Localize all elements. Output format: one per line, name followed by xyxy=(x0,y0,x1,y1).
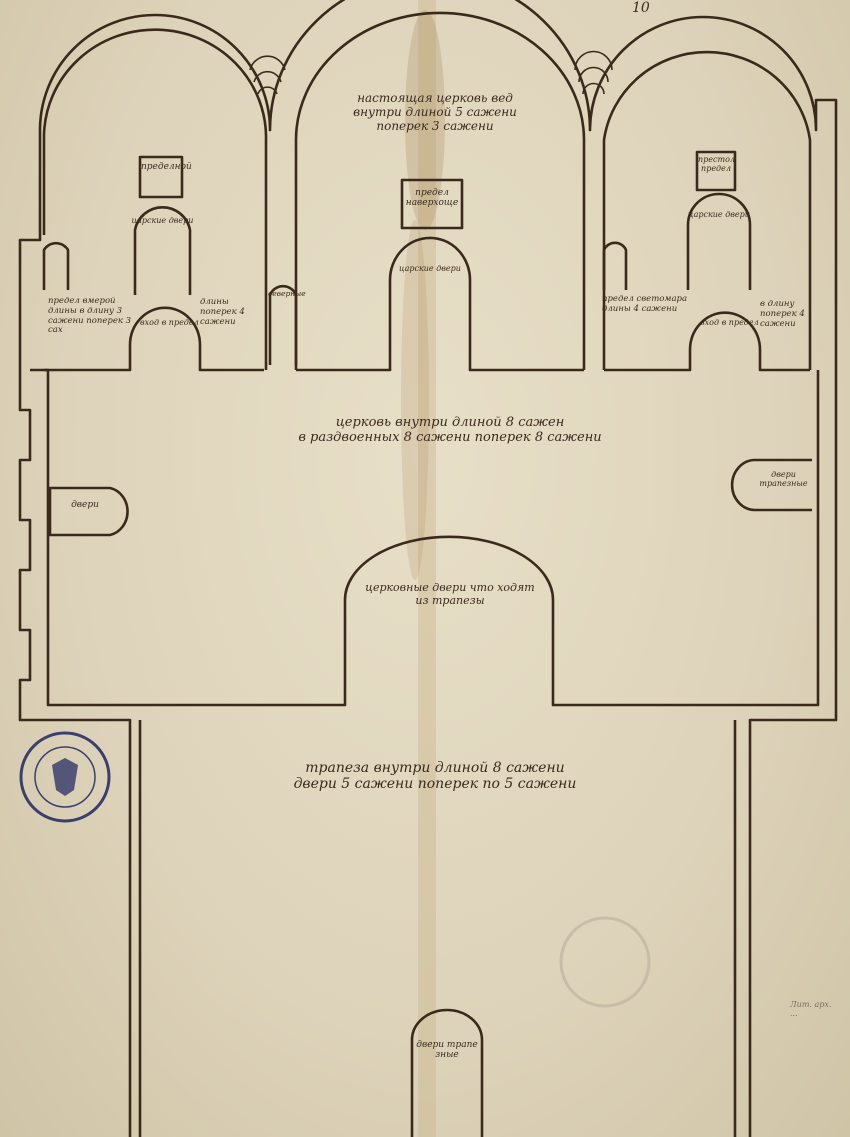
inner-apses xyxy=(42,11,812,370)
center-box-label: предел наверхоще xyxy=(405,188,459,209)
right-buttresses xyxy=(748,710,838,1137)
right-box-label: престол предел xyxy=(698,155,735,174)
center-chapel-box xyxy=(400,178,464,230)
archive-stamp xyxy=(19,731,111,823)
church-body xyxy=(30,368,820,707)
right-chapel-door-arch xyxy=(686,192,752,290)
church-doors-caption: церковные двери что ходят из трапезы xyxy=(355,581,545,607)
water-stain xyxy=(405,10,445,230)
church-caption-line2: в раздвоенных 8 сажени поперек 8 сажени xyxy=(298,429,602,445)
nave-caption-line2: внутри длиной 5 сажени xyxy=(353,104,517,119)
nave-caption: настоящая церковь вед внутри длиной 5 са… xyxy=(300,91,570,133)
nave-caption-line3: поперек 3 сажени xyxy=(376,118,494,133)
plan-walls xyxy=(18,0,838,1137)
outer-wall xyxy=(18,0,838,710)
left-buttresses xyxy=(18,370,132,1137)
left-chapel-wall xyxy=(44,306,264,372)
left-entrance-label: вход в предел xyxy=(140,318,199,327)
left-side-text: длины поперек 4 сажени xyxy=(200,297,245,327)
refectory-caption-line2: двери 5 сажени поперек по 5 сажени xyxy=(293,776,577,793)
left-niche xyxy=(48,486,129,537)
left-apse-door xyxy=(42,241,70,290)
refectory-door xyxy=(410,1008,484,1137)
left-niche-label: двери xyxy=(71,500,99,510)
right-niche xyxy=(730,458,812,512)
center-door-label: царские двери xyxy=(399,264,461,273)
church-caption-line1: церковь внутри длиной 8 сажен xyxy=(335,415,565,430)
refectory-caption: трапеза внутри длиной 8 сажени двери 5 с… xyxy=(195,760,675,792)
left-chapel-door-arch xyxy=(133,205,192,295)
page-number: 10 xyxy=(632,0,650,16)
left-chapel-box-label: пределной xyxy=(141,162,192,172)
nave-caption-line1: настоящая церковь вед xyxy=(357,91,513,105)
archive-note: Лит. арх. ... xyxy=(790,1000,832,1019)
refectory-door-line2: зные xyxy=(435,1050,459,1061)
refectory-walls xyxy=(138,720,737,1137)
refectory-door-line1: двери трапе xyxy=(416,1040,478,1050)
north-doors-label: северные xyxy=(268,289,306,298)
right-chapel-desc: предел светомара длины 4 сажени xyxy=(602,294,688,314)
right-chapel-door-label: царские двери xyxy=(688,210,750,219)
right-chapel-box xyxy=(695,150,737,192)
right-entrance-label: вход в предел xyxy=(700,318,759,327)
right-niche-label: двери трапезные xyxy=(759,470,808,489)
church-doors-line1: церковные двери что ходят xyxy=(365,581,535,594)
church-caption: церковь внутри длиной 8 сажен в раздвоен… xyxy=(270,415,630,446)
left-chapel-desc: предел вмерой длины в длину 3 сажени поп… xyxy=(48,296,132,336)
left-chapel-door-label: царские двери xyxy=(131,216,194,225)
left-chapel-box xyxy=(138,155,184,199)
apse-joint-arcs xyxy=(249,50,613,95)
church-doors-line2: из трапезы xyxy=(415,593,485,607)
fold-line xyxy=(418,0,436,1137)
faded-stamp xyxy=(559,916,651,1008)
refectory-caption-line1: трапеза внутри длиной 8 сажени xyxy=(305,760,565,776)
right-chapel-wall xyxy=(604,311,810,372)
refectory-door-caption: двери трапе зные xyxy=(412,1040,482,1061)
center-chapel-wall xyxy=(296,236,584,372)
water-stain xyxy=(401,220,429,580)
right-apse-door xyxy=(602,241,628,290)
right-side-text: в длину поперек 4 сажени xyxy=(760,299,805,329)
north-door-niche xyxy=(268,284,298,365)
